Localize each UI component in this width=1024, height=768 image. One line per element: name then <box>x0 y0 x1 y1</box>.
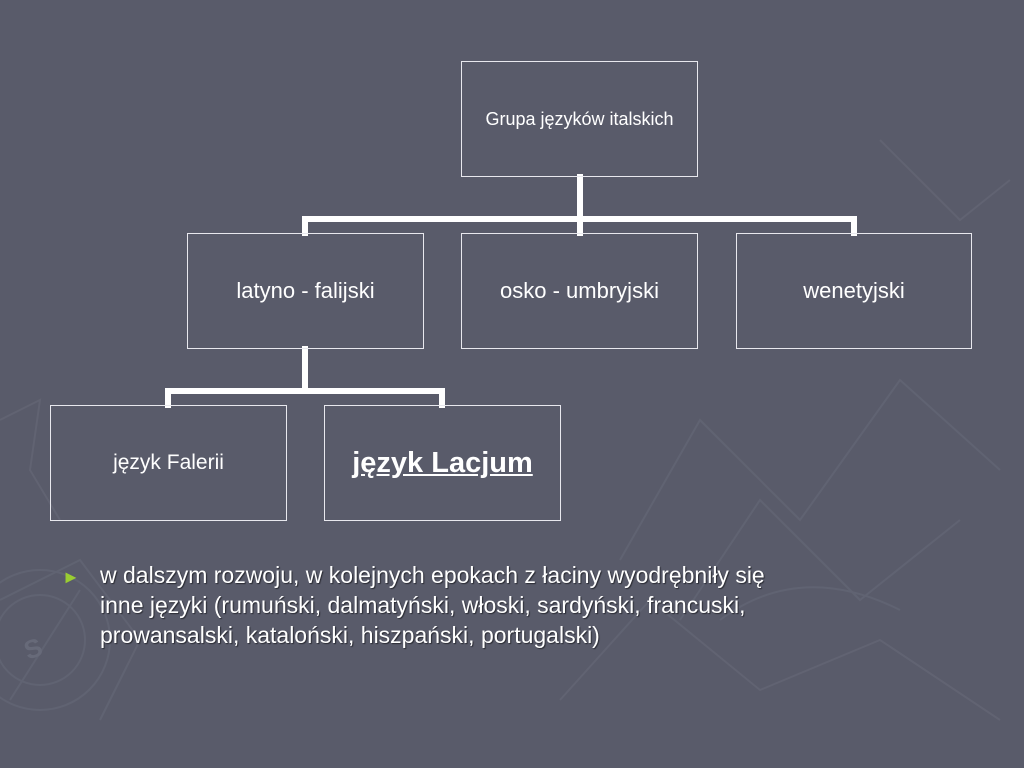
bullet-line: w dalszym rozwoju, w kolejnych epokach z… <box>100 562 765 588</box>
node-wenetyjski: wenetyjski <box>736 233 972 349</box>
bullet-text: w dalszym rozwoju, w kolejnych epokach z… <box>100 560 962 650</box>
node-label: Grupa języków italskich <box>485 108 674 129</box>
node-jezyk-lacjum[interactable]: język Lacjum <box>324 405 561 521</box>
node-osko-umbryjski: osko - umbryjski <box>461 233 698 349</box>
node-label: wenetyjski <box>803 278 905 303</box>
node-label: osko - umbryjski <box>500 278 659 303</box>
node-label-link[interactable]: język Lacjum <box>352 446 533 479</box>
bullet-arrow-icon: ► <box>62 567 80 587</box>
node-latyno-falijski: latyno - falijski <box>187 233 424 349</box>
bullet-line: prowansalski, kataloński, hiszpański, po… <box>100 622 600 648</box>
node-label: język Falerii <box>113 451 224 474</box>
bullet-item: ► w dalszym rozwoju, w kolejnych epokach… <box>62 560 962 650</box>
bullet-line: inne języki (rumuński, dalmatyński, włos… <box>100 592 746 618</box>
node-label: latyno - falijski <box>236 278 375 303</box>
node-grupa-italskich: Grupa języków italskich <box>461 61 698 177</box>
node-jezyk-falerii: język Falerii <box>50 405 287 521</box>
